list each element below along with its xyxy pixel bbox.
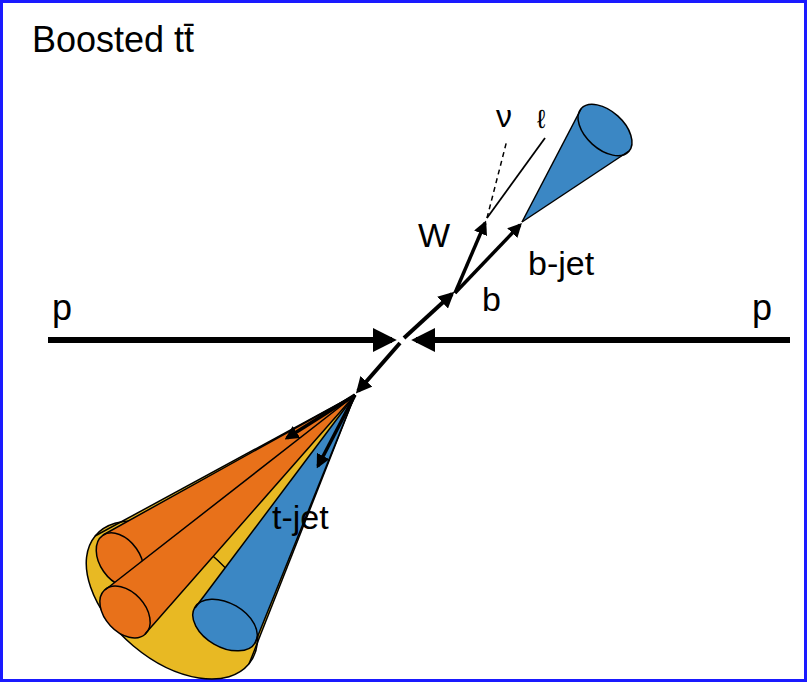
lepton-line xyxy=(487,138,545,218)
diagram-title: Boosted tt̄ xyxy=(32,22,194,58)
beam-label: p xyxy=(52,290,72,326)
decay-arrow xyxy=(318,395,355,466)
b-jet-cone xyxy=(522,94,641,222)
particle-label: W xyxy=(418,218,450,252)
proton-beam xyxy=(48,337,392,343)
jet-label: b-jet xyxy=(528,246,594,280)
b-subjet-cone xyxy=(184,395,355,662)
beam-label: p xyxy=(752,290,772,326)
t-jet-cone xyxy=(57,395,355,682)
top-arrow xyxy=(404,294,452,338)
particle-label: b xyxy=(482,282,501,316)
antitop-arrow xyxy=(358,343,400,391)
particle-label: ν xyxy=(496,100,512,132)
jet-label: t-jet xyxy=(272,500,329,534)
neutrino-line xyxy=(487,140,507,218)
w-arrow xyxy=(455,223,485,293)
particle-label: ℓ xyxy=(537,106,545,132)
proton-beam xyxy=(416,337,790,343)
